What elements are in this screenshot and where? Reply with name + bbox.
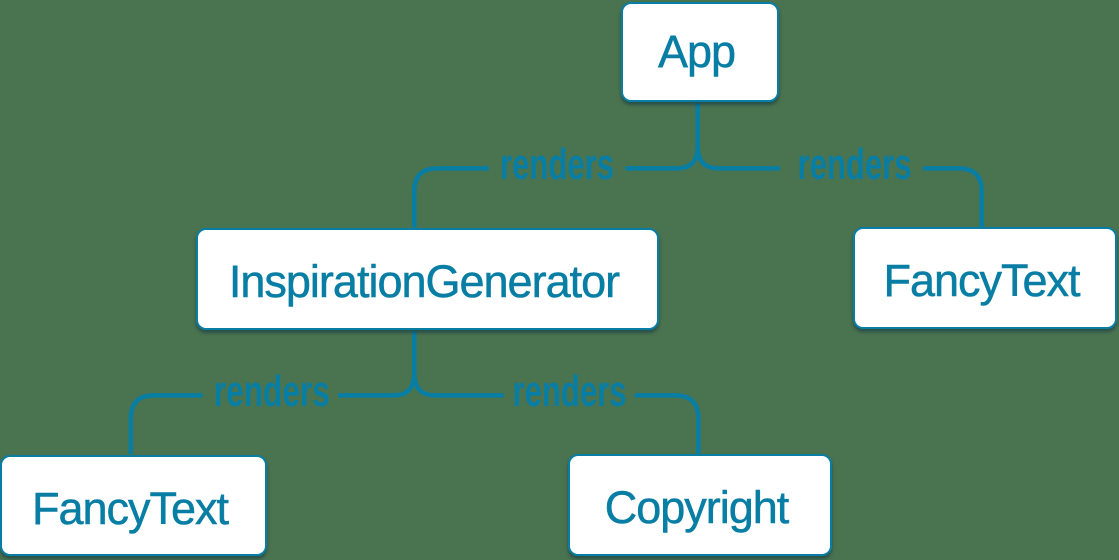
svg-text:renders: renders (798, 140, 912, 189)
svg-text:renders: renders (513, 367, 627, 416)
svg-text:renders: renders (214, 367, 330, 416)
svg-text:renders: renders (500, 140, 614, 189)
